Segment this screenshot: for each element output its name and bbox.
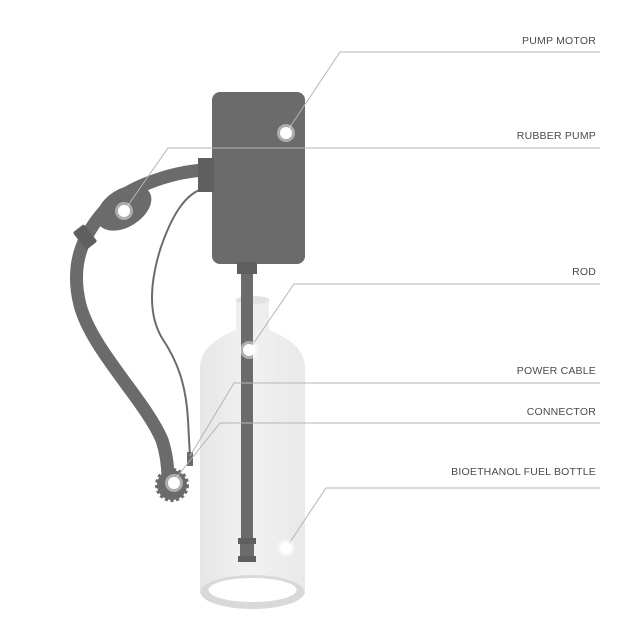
rubber-hose	[70, 163, 212, 502]
bottle-base-inner	[208, 578, 297, 602]
hose-sleeve	[73, 224, 97, 250]
rod	[238, 262, 256, 562]
marker-pump-motor	[280, 127, 292, 139]
marker-rubber-pump	[118, 205, 130, 217]
callout-markers	[115, 124, 295, 557]
leader-connector	[175, 422, 600, 479]
rod-stem	[241, 262, 253, 542]
motor-housing	[212, 92, 305, 264]
rod-foot-ring-bottom	[238, 556, 256, 562]
motor-side-port	[198, 158, 214, 192]
label-connector: CONNECTOR	[527, 406, 596, 418]
label-rod: ROD	[572, 266, 596, 278]
leader-pump-motor	[285, 51, 600, 134]
marker-fuel-bottle	[280, 542, 292, 554]
leader-rod	[248, 283, 600, 351]
pump-motor	[198, 92, 305, 274]
label-pump-motor: PUMP MOTOR	[522, 35, 596, 47]
power-cable	[151, 187, 207, 459]
label-rubber-pump: RUBBER PUMP	[517, 130, 596, 142]
leader-fuel-bottle	[285, 487, 600, 549]
label-power-cable: POWER CABLE	[517, 365, 596, 377]
marker-rod	[243, 344, 255, 356]
callout-labels: PUMP MOTOR RUBBER PUMP ROD POWER CABLE C…	[451, 35, 596, 478]
rod-foot-ring-top	[238, 538, 256, 544]
marker-connector	[168, 477, 180, 489]
leader-rubber-pump	[123, 147, 600, 212]
power-cable-plug	[187, 452, 193, 466]
motor-neck	[237, 262, 257, 274]
label-fuel-bottle: BIOETHANOL FUEL BOTTLE	[451, 466, 596, 478]
leader-power-cable	[189, 382, 600, 457]
leader-lines	[123, 51, 600, 549]
